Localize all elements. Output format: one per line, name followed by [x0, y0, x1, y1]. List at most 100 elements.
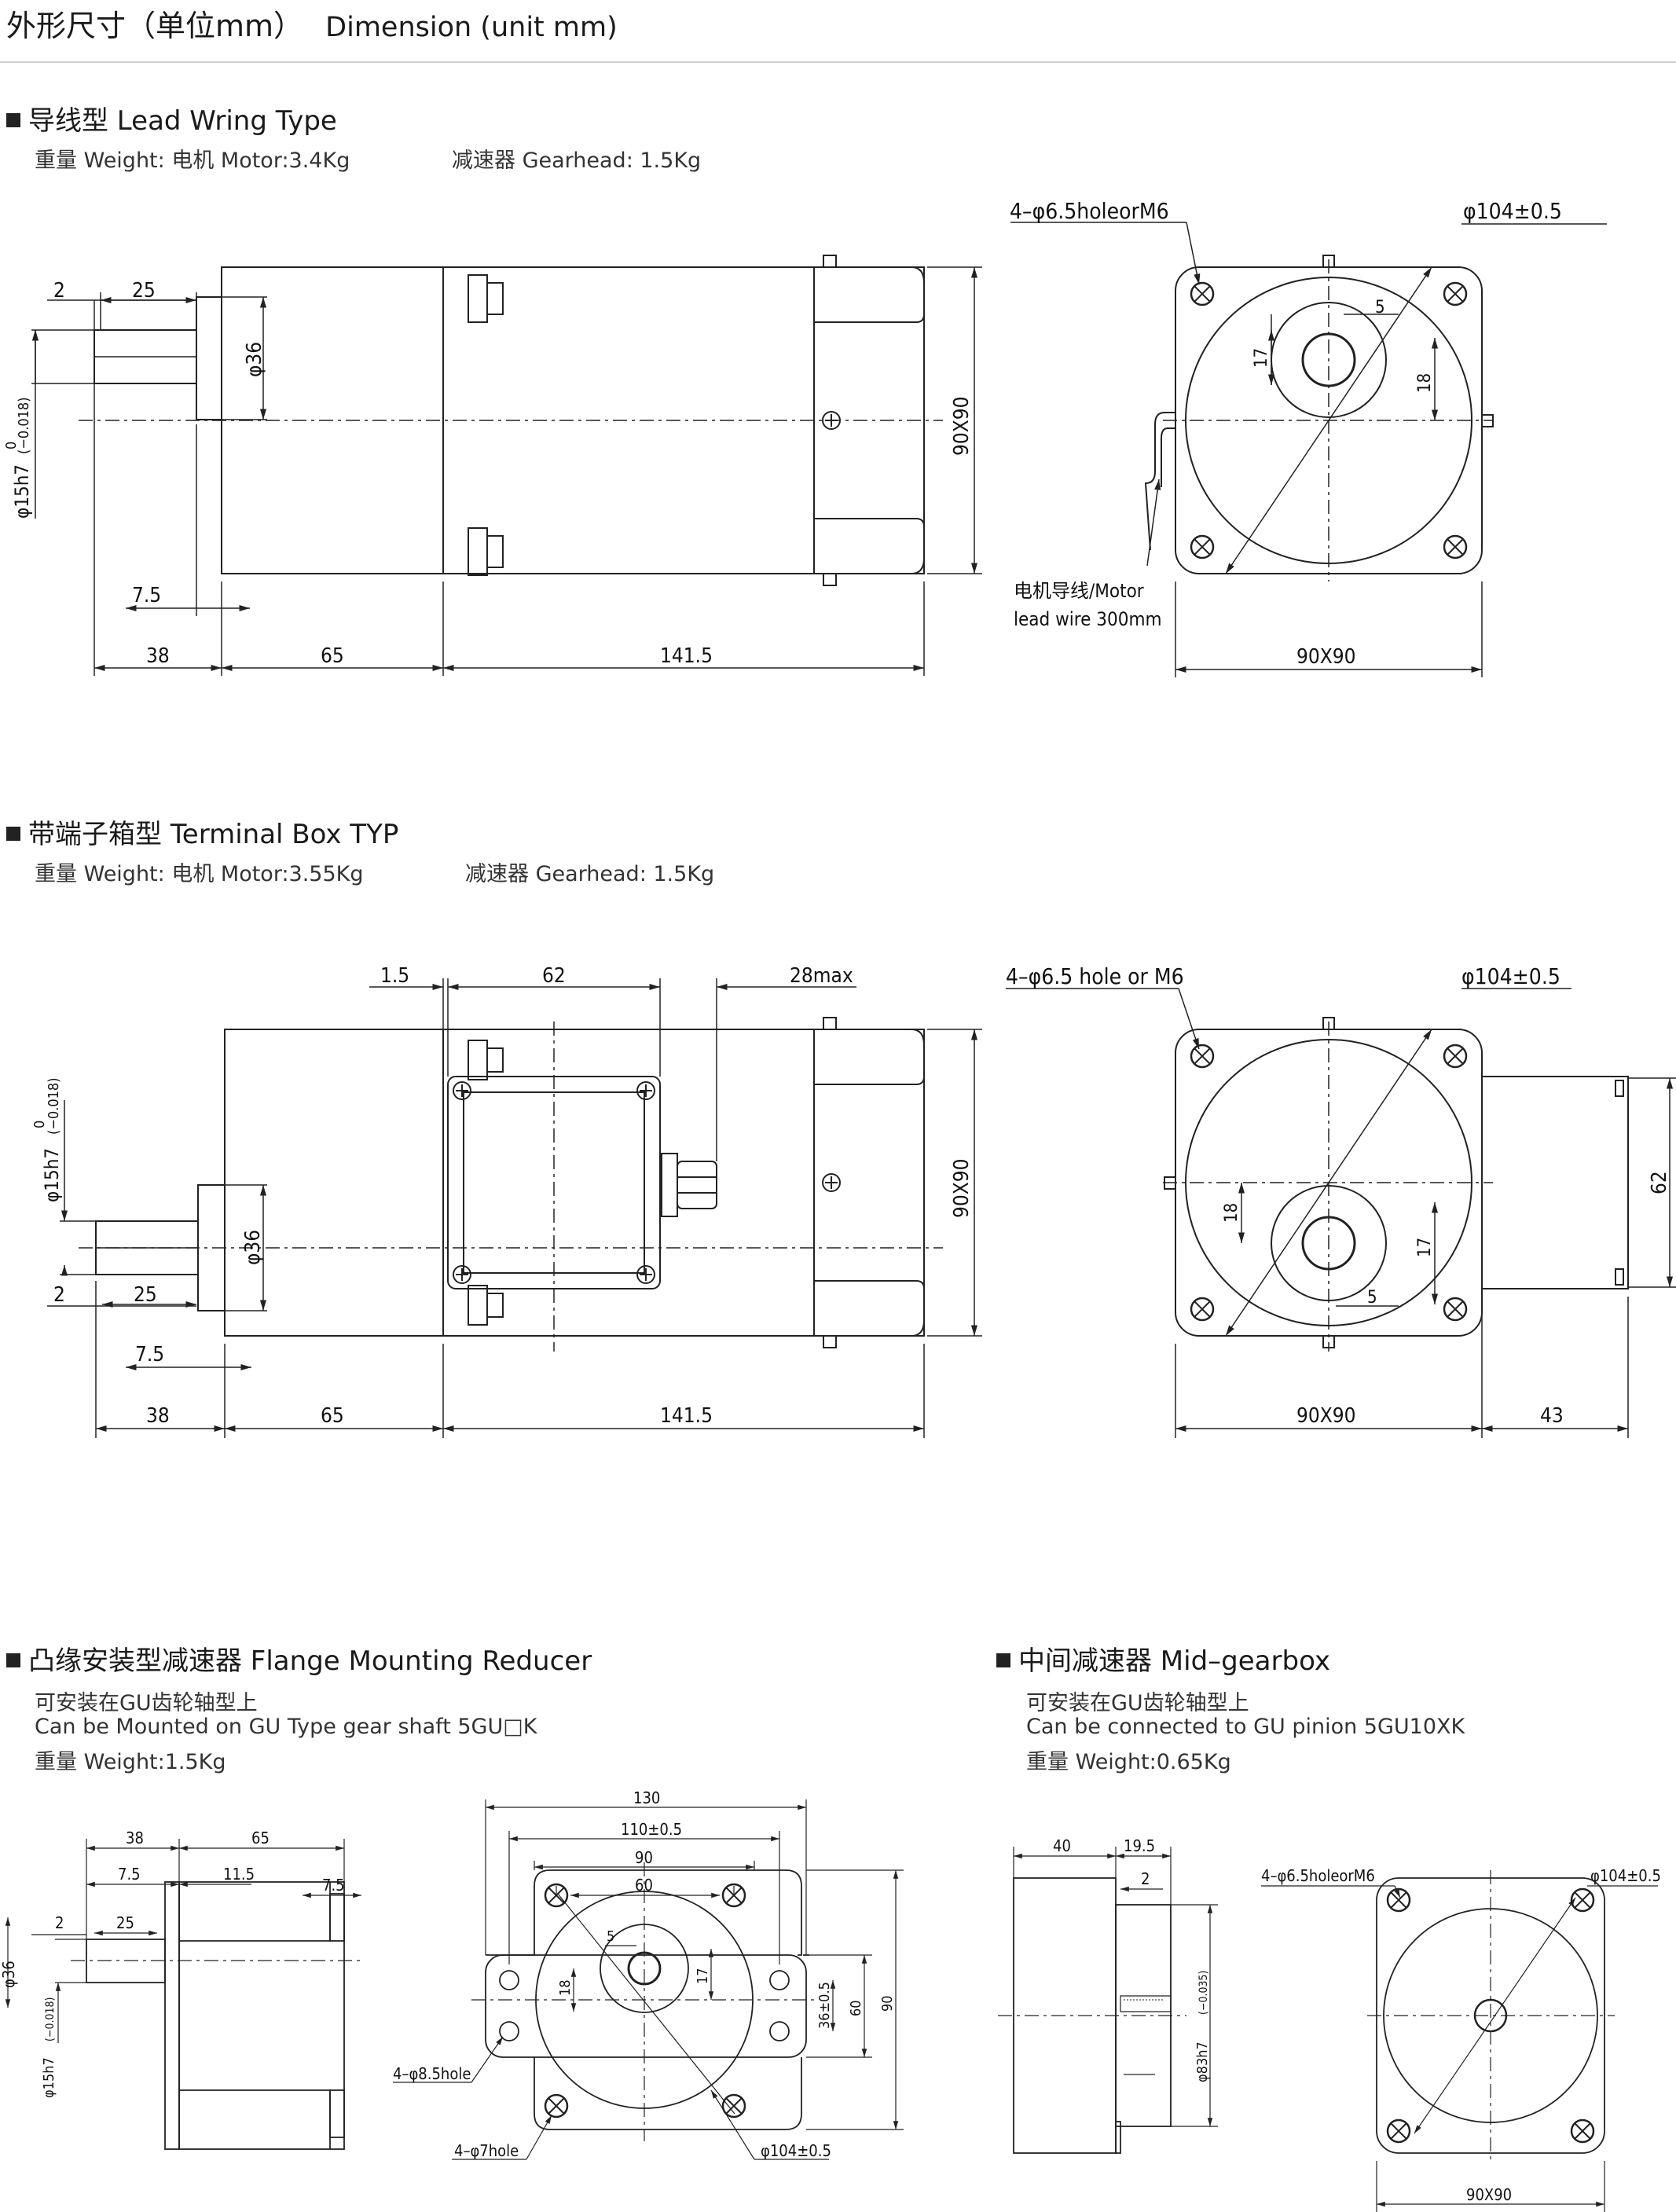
- lead-pcd-label: φ104±0.5: [1463, 198, 1562, 224]
- mid-holes-label: 4–φ6.5holeorM6: [1261, 1866, 1375, 1885]
- dim-lead-25: 25: [132, 279, 156, 303]
- tb-dim-phi15: φ15h7: [41, 1148, 63, 1202]
- bullet-square-icon: [6, 112, 20, 127]
- fl-dim-36pm: 36±0.5: [816, 1982, 833, 2029]
- fl-pcd: φ104±0.5: [761, 2141, 831, 2160]
- fl-dim-110: 110±0.5: [621, 1820, 682, 1839]
- tb-holes-label: 4–φ6.5 hole or M6: [1006, 963, 1184, 989]
- dim-lead-1415: 141.5: [660, 644, 713, 668]
- terminal-front-view: 4–φ6.5 hole or M6 φ104±0.5 18 17 5 62 90…: [1006, 963, 1676, 1438]
- lead-gear-fin-bottom: [814, 518, 925, 574]
- cable-gland: [677, 1161, 717, 1209]
- tb-front-18: 18: [1222, 1203, 1241, 1223]
- tb-dim-75: 7.5: [135, 1343, 164, 1366]
- mid-line1: 可安装在GU齿轮轴型上: [1026, 1691, 1249, 1715]
- lead-boss: [196, 296, 222, 420]
- bullet-square-icon: [6, 1653, 20, 1667]
- dim-lead-75: 7.5: [132, 584, 161, 607]
- tb-dim-90x90: 90X90: [950, 1158, 974, 1218]
- tb-dim-phi36: φ36: [241, 1230, 265, 1265]
- fl-holes-7: 4–φ7hole: [454, 2141, 519, 2160]
- fl-dim-2: 2: [55, 1913, 64, 1932]
- flange-side-view: 38 65 7.5 11.5 7.5 2 25 φ36 φ15h7 (−0.01…: [0, 1829, 361, 2150]
- fl-dim-17: 17: [695, 1968, 711, 1984]
- lead-hole-icon: [1443, 534, 1468, 559]
- mid-front-90x90: 90X90: [1466, 2185, 1512, 2204]
- lead-side-view: 2 25 φ36 φ15h7 0 (−0.018) 7.5 38 65 141.…: [3, 255, 982, 676]
- section-title-lead: 导线型 Lead Wring Type: [6, 99, 337, 138]
- terminal-screw-icon: [453, 1265, 471, 1284]
- lead-front-view: 4–φ6.5holeorM6 φ104±0.5 5 17 18 电机导线/Mot…: [1010, 198, 1607, 677]
- fl-dim-90: 90: [635, 1848, 653, 1867]
- fl-dim-tol: (−0.018): [44, 1997, 57, 2041]
- mid-line2: Can be connected to GU pinion 5GU10XK: [1026, 1715, 1465, 1739]
- dim-lead-90x90: 90X90: [950, 396, 974, 456]
- lead-dim-18: 18: [1415, 373, 1435, 393]
- fl-dim-18: 18: [557, 1979, 574, 1996]
- dim-lead-65: 65: [321, 644, 344, 668]
- tb-front-17: 17: [1415, 1238, 1435, 1257]
- tb-front-43: 43: [1540, 1404, 1564, 1428]
- tb-dim-62: 62: [542, 964, 566, 988]
- flange-line1: 可安装在GU齿轮轴型上: [35, 1691, 258, 1715]
- fl-dim-38: 38: [126, 1829, 144, 1847]
- terminal-side-view: 1.5 62 28max 2 25 φ36 φ15h7 0 (−0.018) 7…: [31, 964, 982, 1438]
- dim-lead-tol: (−0.018): [16, 397, 32, 454]
- lead-wire-label-2: lead wire 300mm: [1014, 608, 1162, 630]
- fl-dim-5: 5: [607, 1928, 614, 1945]
- fl-dim-90v: 90: [879, 1995, 896, 2012]
- lead-wire-label-1: 电机导线/Motor: [1014, 580, 1144, 602]
- flange-line3: 重量 Weight:1.5Kg: [35, 1750, 226, 1774]
- section-title-terminal: 带端子箱型 Terminal Box TYP: [6, 813, 398, 851]
- mid-side-view: 40 19.5 2 φ83h7 (−0.035): [998, 1836, 1218, 2154]
- fl-dim-phi15: φ15h7: [41, 2057, 57, 2098]
- terminal-side-box: [1481, 1076, 1629, 1289]
- lead-holes-label: 4–φ6.5holeorM6: [1010, 198, 1169, 224]
- mid-dim-tol: (−0.035): [1197, 1971, 1210, 2015]
- section-title-lead-text: 导线型 Lead Wring Type: [28, 105, 337, 137]
- lead-hole-icon: [1190, 281, 1215, 306]
- lead-top-bolt: [823, 255, 837, 268]
- tb-front-90x90: 90X90: [1296, 1404, 1356, 1428]
- section-title-mid: 中间减速器 Mid–gearbox: [996, 1639, 1330, 1678]
- fl-dim-130: 130: [633, 1788, 660, 1807]
- weight-motor-lead: 重量 Weight: 电机 Motor:3.4Kg: [35, 149, 350, 173]
- weight-motor-terminal: 重量 Weight: 电机 Motor:3.55Kg: [35, 862, 364, 886]
- dim-lead-phi15: φ15h7: [11, 464, 33, 519]
- flange-front-view: 130 110±0.5 90 60 5 18 17 36±0.5 60 90 4…: [393, 1788, 904, 2160]
- fl-dim-25: 25: [116, 1913, 134, 1932]
- section-title-mid-text: 中间减速器 Mid–gearbox: [1018, 1645, 1330, 1677]
- lead-bot-bolt: [823, 573, 837, 586]
- mid-dim-195: 19.5: [1124, 1836, 1155, 1855]
- page-title: 外形尺寸（单位mm） Dimension (unit mm): [6, 2, 618, 45]
- tb-dim-2: 2: [53, 1283, 65, 1307]
- flange-line2: Can be Mounted on GU Type gear shaft 5GU…: [35, 1715, 537, 1739]
- lead-dim-5: 5: [1375, 298, 1385, 317]
- tb-front-5: 5: [1367, 1288, 1377, 1308]
- dim-lead-phi36: φ36: [243, 342, 266, 377]
- terminal-screw-icon: [636, 1265, 655, 1284]
- tb-dim-25: 25: [134, 1283, 157, 1307]
- section-title-flange-text: 凸缘安装型减速器 Flange Mounting Reducer: [28, 1645, 592, 1677]
- tb-pcd-label: φ104±0.5: [1461, 963, 1560, 989]
- mid-dim-40: 40: [1053, 1836, 1071, 1855]
- lead-hole-icon: [1190, 534, 1215, 559]
- mid-front-view: 4–φ6.5holeorM6 φ104±0.5 90X90: [1261, 1866, 1661, 2212]
- fl-dim-65: 65: [251, 1829, 270, 1847]
- fl-dim-phi36: φ36: [0, 1961, 18, 1988]
- bullet-square-icon: [6, 826, 20, 841]
- fl-holes-85: 4–φ8.5hole: [393, 2064, 471, 2083]
- fl-dim-60v: 60: [848, 2000, 864, 2016]
- tb-dim-28max: 28max: [790, 964, 853, 988]
- page-title-en: Dimension (unit mm): [325, 12, 618, 43]
- section-title-flange: 凸缘安装型减速器 Flange Mounting Reducer: [6, 1639, 592, 1678]
- weight-gearhead-terminal: 减速器 Gearhead: 1.5Kg: [465, 862, 715, 886]
- lead-front-90x90: 90X90: [1296, 645, 1356, 669]
- dim-lead-38: 38: [146, 644, 170, 668]
- tb-dim-tol: (−0.018): [46, 1077, 62, 1135]
- lead-dim-17: 17: [1252, 348, 1271, 368]
- dim-lead-2: 2: [53, 279, 65, 303]
- bullet-square-icon: [996, 1653, 1010, 1667]
- tb-dim-15: 1.5: [380, 964, 409, 988]
- mid-pcd-label: φ104±0.5: [1590, 1866, 1661, 1885]
